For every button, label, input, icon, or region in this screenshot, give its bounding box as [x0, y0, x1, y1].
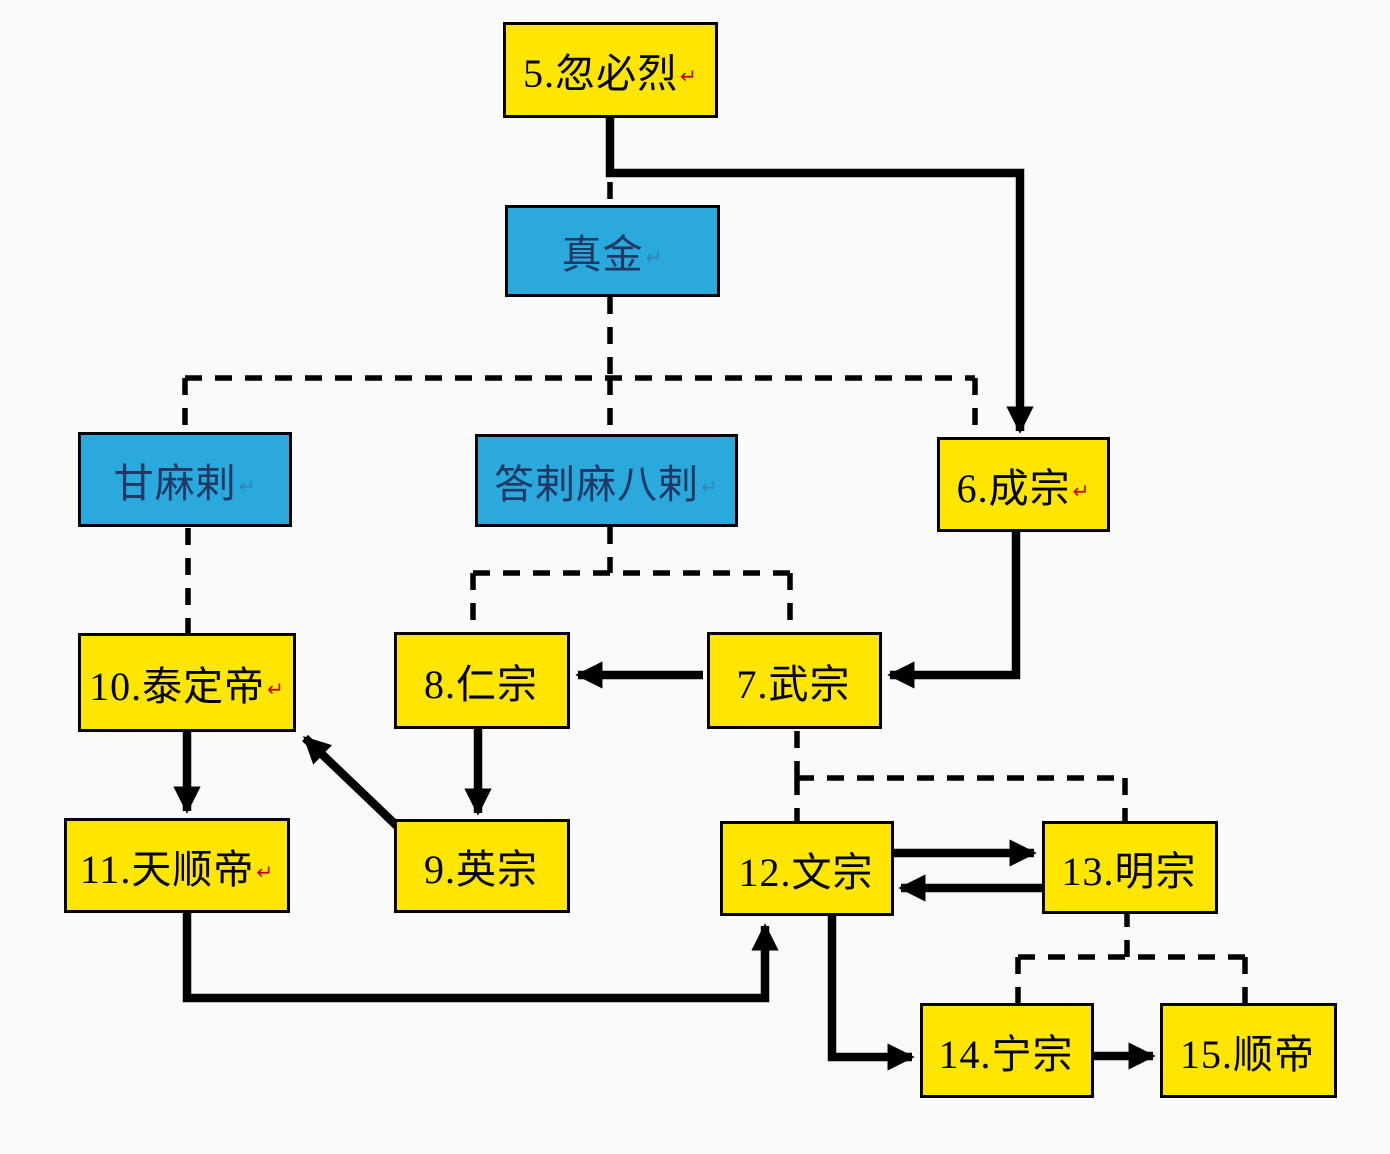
node-label: 15.顺帝	[1180, 1031, 1315, 1077]
node-14-ningzong: 14.宁宗	[920, 1003, 1094, 1098]
node-15-shundi: 15.顺帝	[1160, 1003, 1337, 1098]
node-label: 7.武宗	[736, 661, 851, 707]
node-gammala: 甘麻剌↵	[78, 432, 292, 527]
node-darmabala: 答剌麻八剌↵	[475, 434, 738, 527]
node-6-chengzong: 6.成宗↵	[937, 437, 1110, 532]
node-7-wuzong: 7.武宗	[707, 632, 882, 729]
paragraph-mark-icon: ↵	[267, 676, 285, 701]
node-10-taidingdi: 10.泰定帝↵	[78, 633, 296, 732]
node-zhenjin: 真金↵	[505, 205, 720, 297]
node-5-kublai: 5.忽必烈↵	[503, 22, 718, 118]
node-label: 14.宁宗	[938, 1031, 1074, 1077]
edge-tianshundi-wenzong-arrow	[182, 910, 779, 1003]
node-12-wenzong: 12.文宗	[720, 821, 894, 916]
node-9-yingzong: 9.英宗	[394, 819, 570, 913]
paragraph-mark-icon: ↵	[256, 859, 275, 884]
node-label: 8.仁宗	[424, 661, 538, 707]
node-label: 13.明宗	[1061, 848, 1197, 894]
paragraph-mark-icon: ↵	[701, 474, 719, 499]
paragraph-mark-icon: ↵	[238, 473, 257, 498]
paragraph-mark-icon: ↵	[1072, 478, 1091, 503]
edge-yingzong-taidingdi-arrow	[302, 734, 400, 830]
node-label: 答剌麻八剌	[494, 461, 700, 507]
node-label: 5.忽必烈	[523, 51, 679, 96]
node-8-renzong: 8.仁宗	[394, 632, 570, 729]
node-label: 11.天顺帝	[79, 846, 255, 892]
node-label: 10.泰定帝	[89, 663, 266, 709]
edge-chengzong-wuzong-arrow	[887, 530, 1021, 689]
node-label: 6.成宗	[956, 465, 1071, 511]
node-11-tianshundi: 11.天顺帝↵	[64, 818, 290, 913]
node-13-mingzong: 13.明宗	[1042, 821, 1218, 914]
node-label: 真金	[561, 232, 644, 277]
edge-wenzong-ningzong-arrow	[827, 913, 915, 1071]
node-label: 甘麻剌	[113, 460, 237, 506]
edge-kublai-chengzong-arrow	[605, 118, 1034, 434]
node-label: 9.英宗	[424, 847, 538, 892]
paragraph-mark-icon: ↵	[680, 64, 698, 88]
node-label: 12.文宗	[738, 849, 874, 895]
paragraph-mark-icon: ↵	[645, 245, 664, 269]
